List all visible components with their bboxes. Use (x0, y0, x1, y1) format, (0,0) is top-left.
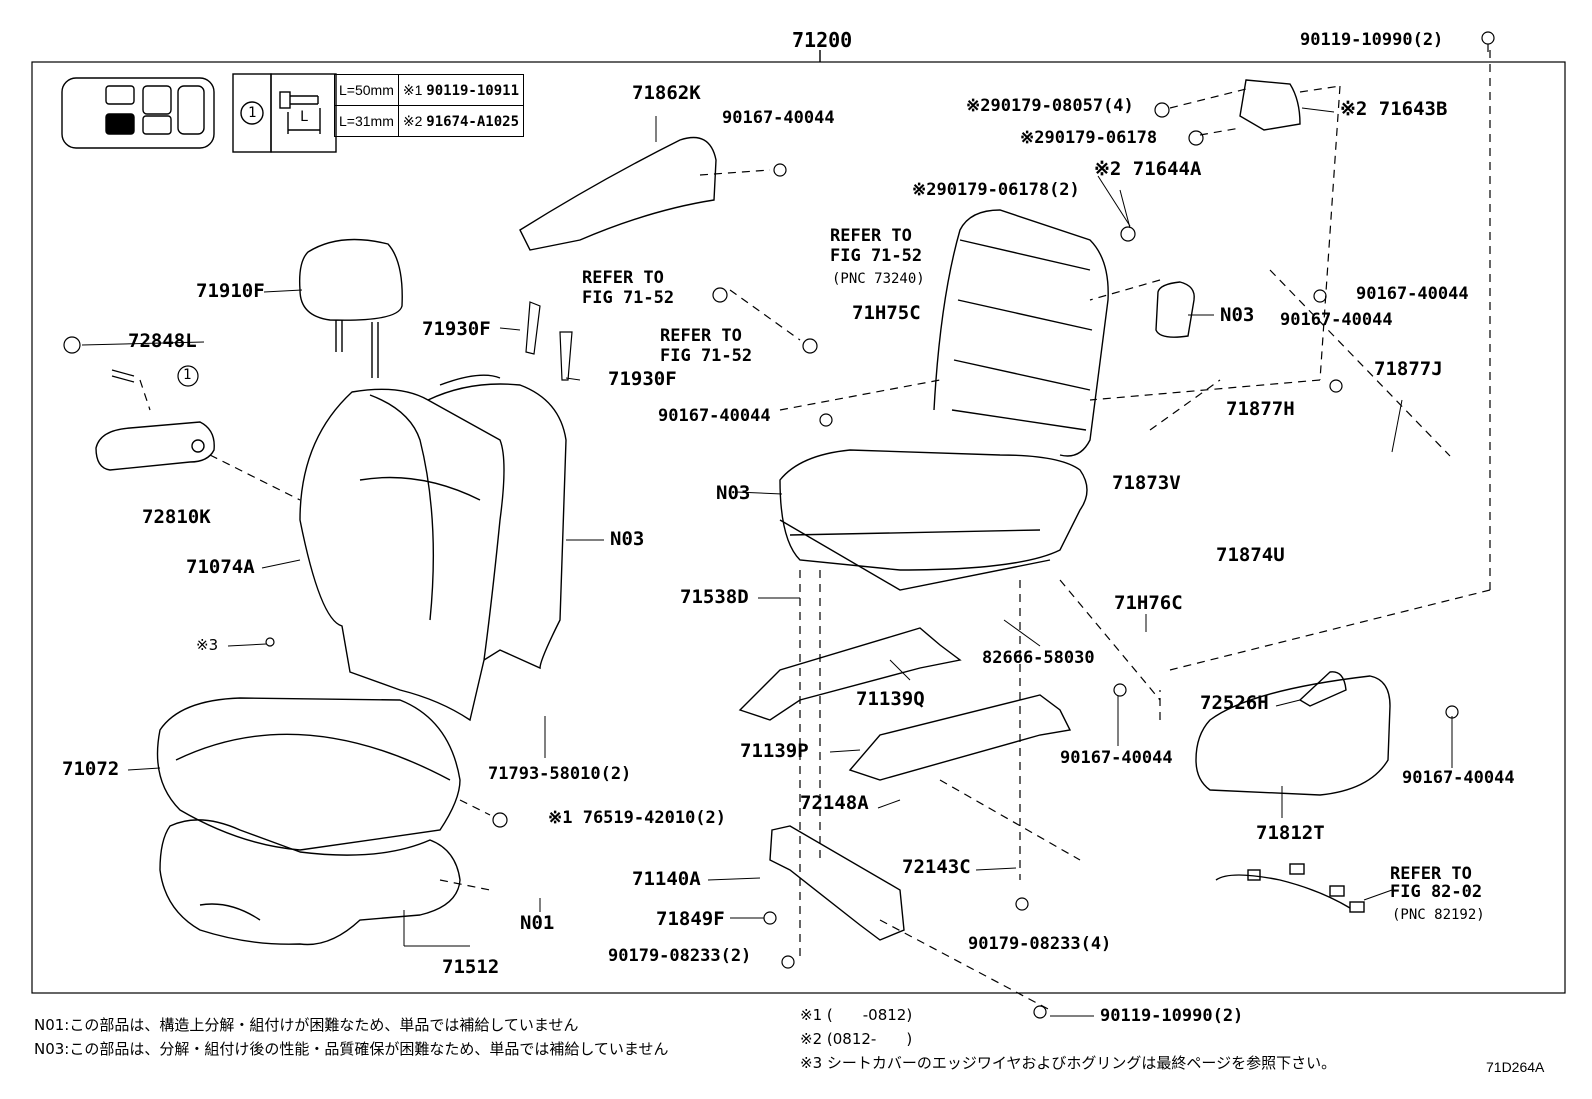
bolt-length-1: L=50mm (334, 74, 399, 106)
label-71H76C: 71H76C (1114, 592, 1183, 614)
label-72148A: 72148A (800, 792, 869, 814)
label-71072: 71072 (62, 758, 120, 780)
label-90167-c: 90167-40044 (1280, 310, 1393, 330)
lower-bracket-shape (769, 825, 905, 941)
bolt-part-2: ※2 91674-A1025 (397, 105, 525, 137)
recliner-shape (1239, 79, 1301, 131)
label-71930F-b: 71930F (608, 368, 677, 390)
label-90167-f: 90167-40044 (1402, 768, 1515, 788)
label-71644A: ※2 71644A (1094, 158, 1202, 180)
bolt-dim-letter: L (300, 109, 309, 125)
label-71139Q: 71139Q (856, 688, 925, 710)
seat-rail-shapes (738, 627, 1072, 781)
note-mark3: ※3 シートカバーのエッジワイヤおよびホグリングは最終ページを参照下さい。 (800, 1054, 1337, 1072)
mark-3: ※3 (196, 636, 219, 654)
label-72143C: 72143C (902, 856, 971, 878)
label-top-right-bolt: 90119-10990(2) (1300, 30, 1444, 50)
dashed-leaders (139, 50, 1491, 1011)
refer4-line2: FIG 82-02 (1390, 882, 1483, 902)
label-N03-a: N03 (610, 528, 645, 550)
label-71643B: ※2 71643B (1340, 98, 1448, 120)
note-N03: N03:この部品は、分解・組付け後の性能・品質確保が困難なため、単品では補給して… (34, 1040, 669, 1058)
label-90167-e: 90167-40044 (1060, 748, 1173, 768)
label-90167-b: 90167-40044 (1356, 284, 1469, 304)
assembly-number: 71200 (792, 28, 853, 52)
seat-frame-shape (779, 209, 1109, 591)
refer2-line1: REFER TO (582, 268, 664, 288)
note-mark1: ※1 ( -0812) (800, 1006, 913, 1024)
side-airbag-shape (1155, 281, 1195, 338)
label-90167-d: 90167-40044 (658, 406, 771, 426)
label-71877J: 71877J (1374, 358, 1443, 380)
label-71849F: 71849F (656, 908, 725, 930)
label-71538D: 71538D (680, 586, 749, 608)
knob-shape (1298, 671, 1347, 707)
label-71793: 71793-58010(2) (488, 764, 632, 784)
refer4-line3: (PNC 82192) (1392, 907, 1485, 923)
bolt-part-1: ※1 90119-10911 (397, 74, 525, 106)
circle-ref-1: 1 (183, 367, 192, 383)
label-N01: N01 (520, 912, 555, 934)
seat-position-icon (61, 77, 215, 149)
refer2-line2: FIG 71-52 (582, 288, 675, 308)
label-71512: 71512 (442, 956, 500, 978)
seat-cushion-pad-shape (159, 819, 461, 946)
headrest-shape (298, 238, 403, 378)
fasteners (63, 31, 1495, 1019)
label-72526H: 72526H (1200, 692, 1269, 714)
label-71873V: 71873V (1112, 472, 1181, 494)
note-mark2: ※2 (0812- ) (800, 1030, 913, 1048)
refer3-line1: REFER TO (660, 326, 742, 346)
label-71862K: 71862K (632, 82, 701, 104)
refer4-line1: REFER TO (1390, 864, 1472, 884)
label-71874U: 71874U (1216, 544, 1285, 566)
label-71812T: 71812T (1256, 822, 1325, 844)
bolt-spec-table: L=50mm ※1 90119-10911 L=31mm ※2 91674-A1… (236, 74, 525, 137)
label-90167-a: 90167-40044 (722, 108, 835, 128)
refer3-line2: FIG 71-52 (660, 346, 753, 366)
label-90179-06178: ※290179-06178 (1020, 128, 1158, 148)
refer1-line3: (PNC 73240) (832, 271, 925, 287)
label-71139P: 71139P (740, 740, 809, 762)
label-90179-08233-b: 90179-08233(4) (968, 934, 1112, 954)
bolt-length-2: L=31mm (334, 105, 399, 137)
label-72810K: 72810K (142, 506, 211, 528)
label-71910F: 71910F (196, 280, 265, 302)
label-76519: ※1 76519-42010(2) (548, 808, 727, 828)
label-90179-06178-2: ※290179-06178(2) (912, 180, 1080, 200)
label-leaders (81, 107, 1453, 1017)
label-N03-c: N03 (716, 482, 751, 504)
refer1-line1: REFER TO (830, 226, 912, 246)
bolt-icon (279, 91, 321, 134)
assembly-frame (31, 61, 1566, 994)
drawing-id: 71D264A (1486, 1059, 1545, 1075)
label-82666: 82666-58030 (982, 648, 1095, 668)
label-72848L: 72848L (128, 330, 197, 352)
label-71H75C: 71H75C (852, 302, 921, 324)
refer1-line2: FIG 71-52 (830, 246, 923, 266)
label-71074A: 71074A (186, 556, 255, 578)
label-71930F-a: 71930F (422, 318, 491, 340)
seatback-cover-shape (299, 374, 567, 722)
armrest-shape (95, 421, 215, 471)
label-71140A: 71140A (632, 868, 701, 890)
right-shield-shape (1195, 675, 1391, 796)
label-90179-08233-a: 90179-08233(2) (608, 946, 752, 966)
wire-harness-shape (1215, 863, 1365, 913)
track-cover-shape (519, 136, 717, 251)
note-N01: N01:この部品は、構造上分解・組付けが困難なため、単品では補給していません (34, 1016, 579, 1034)
label-90179-08057: ※290179-08057(4) (966, 96, 1134, 116)
label-71877H: 71877H (1226, 398, 1295, 420)
label-bottom-bolt: 90119-10990(2) (1100, 1006, 1244, 1026)
label-N03-b: N03 (1220, 304, 1255, 326)
seat-cushion-cover-shape (156, 697, 461, 851)
bolt-table-ref: 1 (248, 105, 257, 121)
